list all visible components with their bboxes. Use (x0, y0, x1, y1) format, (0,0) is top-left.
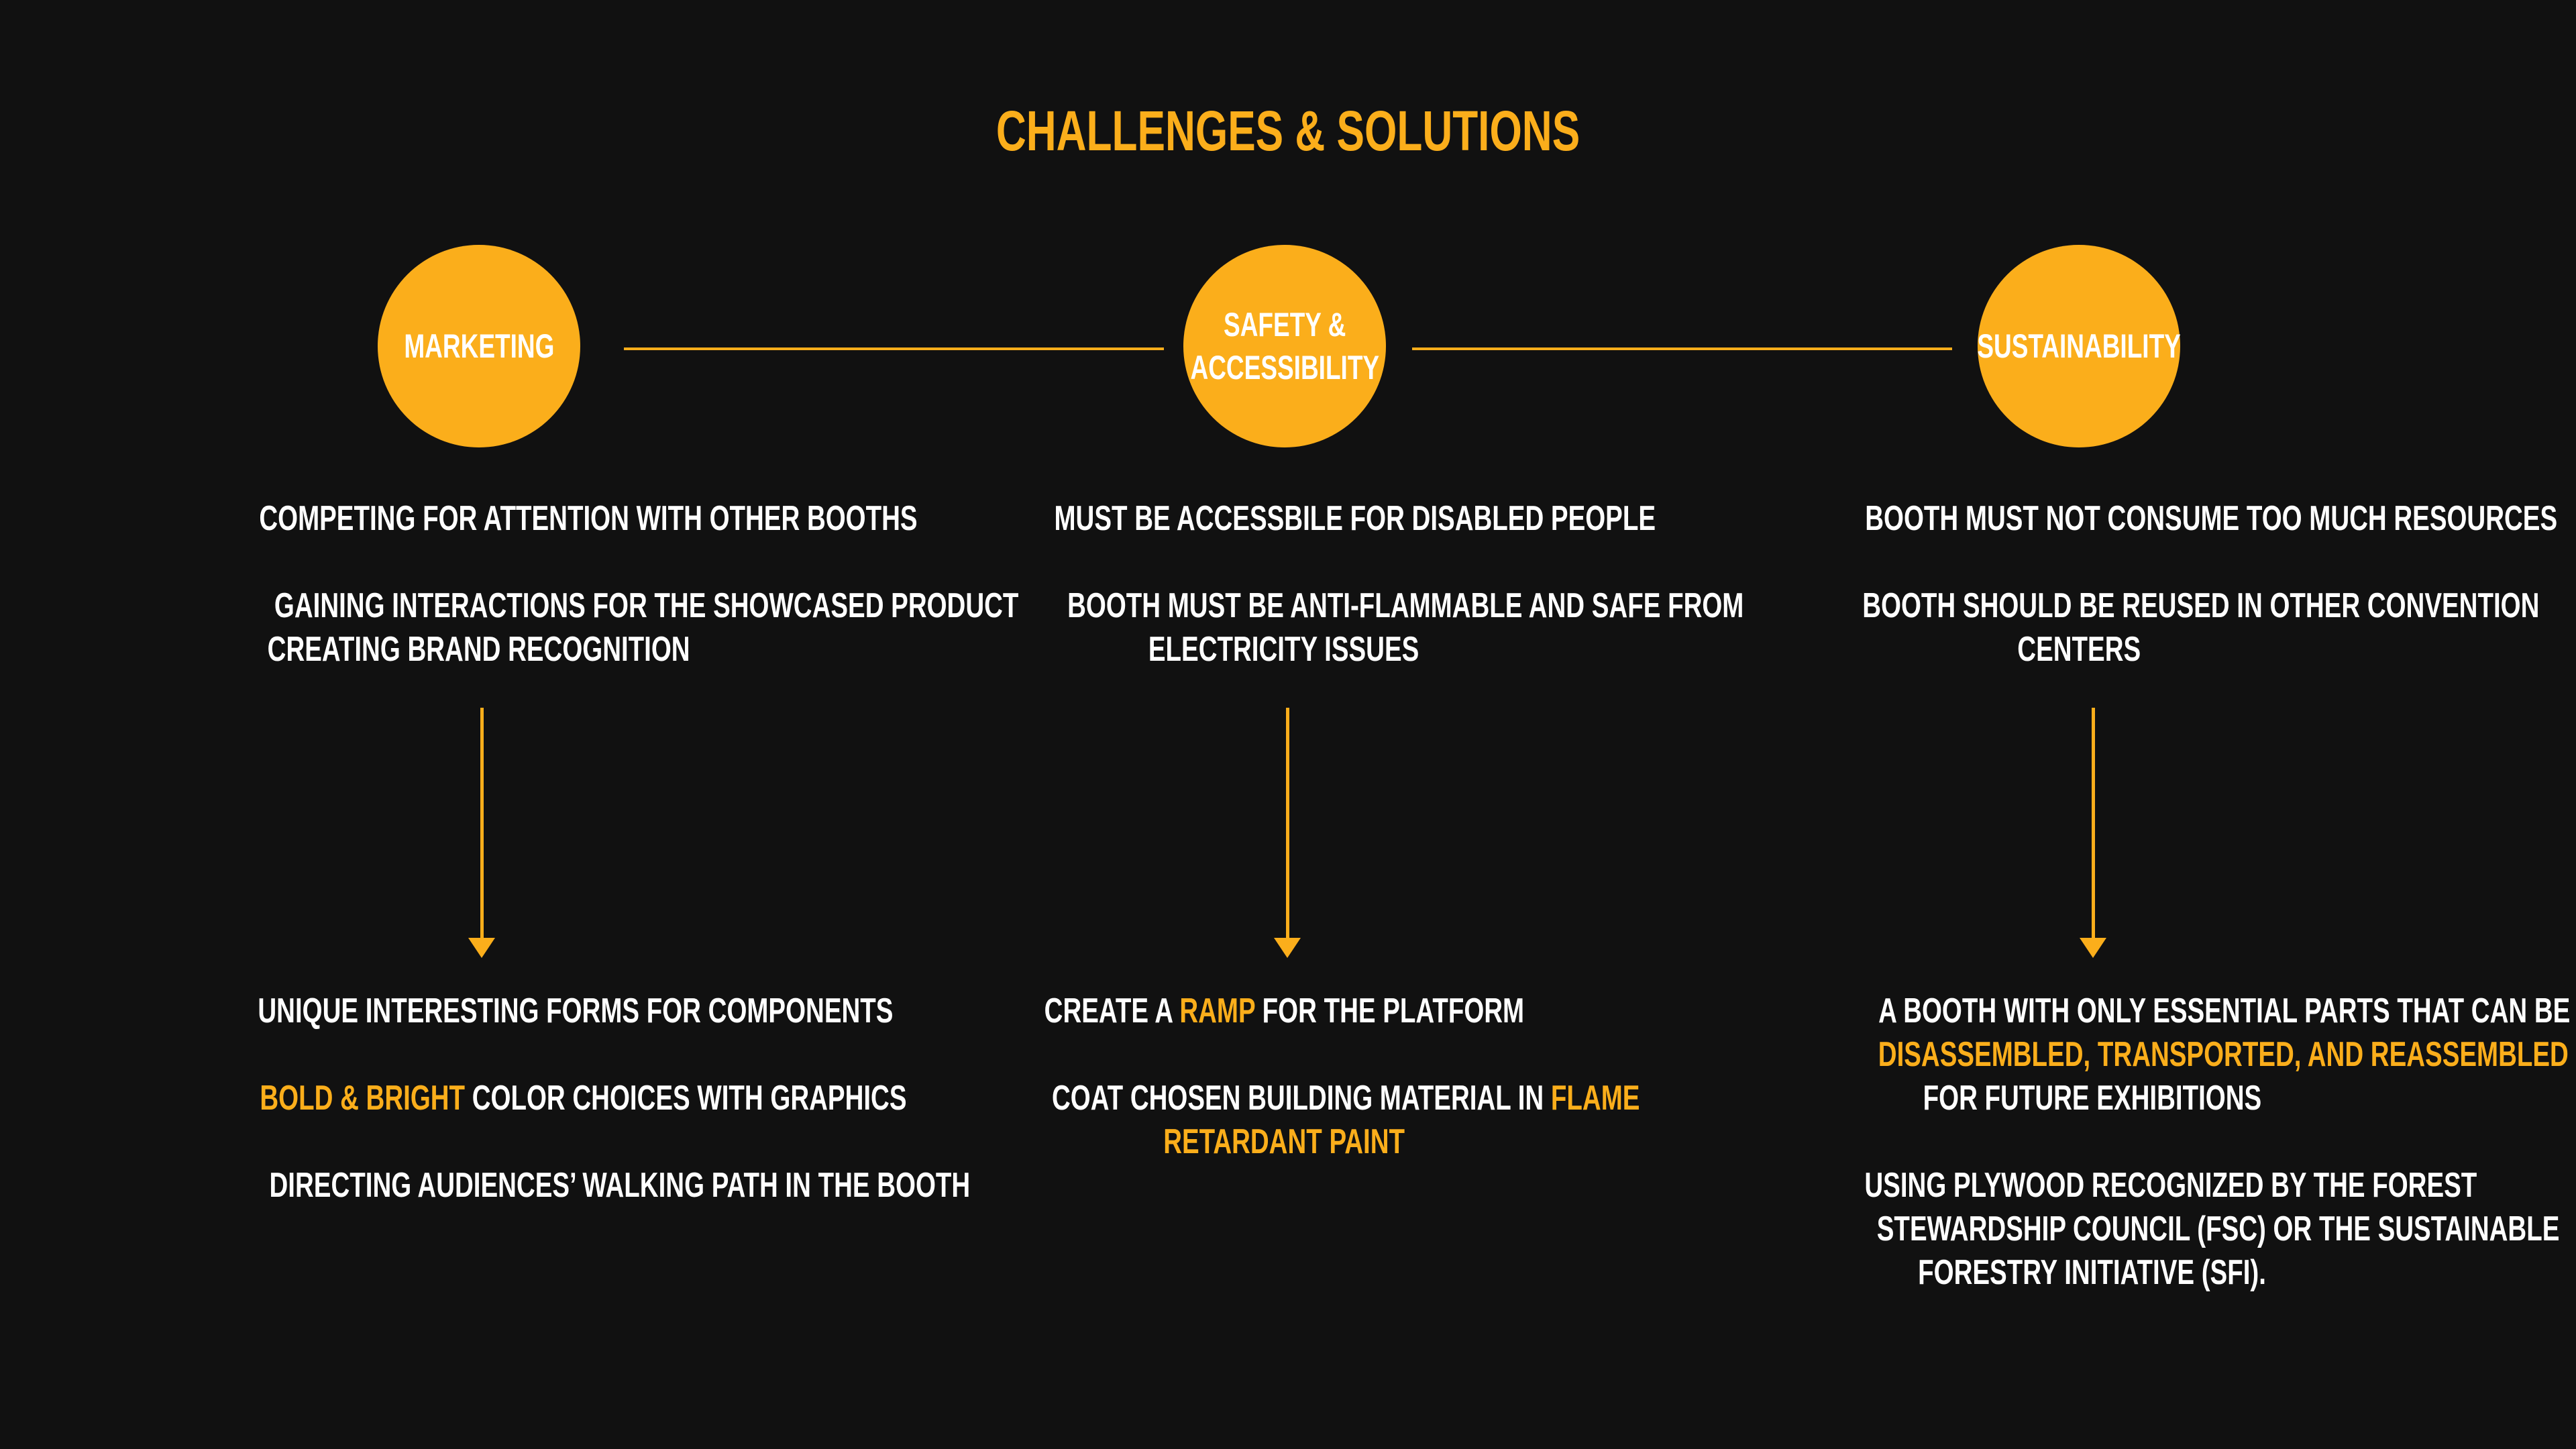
category-circle-sustainability: SUSTAINABILITY (1977, 245, 2181, 447)
arrow-down-marketing (468, 708, 495, 959)
solution-item: DIRECTING AUDIENCES’ WALKING PATH IN THE… (269, 1166, 971, 1205)
challenges-sustainability: BOOTH MUST NOT CONSUME TOO MUCH RESOURCE… (1743, 497, 2558, 672)
highlight-text: DISASSEMBLED, TRANSPORTED, AND REASSEMBL… (1878, 1035, 2569, 1074)
solutions-marketing: UNIQUE INTERESTING FORMS FOR COMPONENTS … (146, 989, 971, 1208)
arrow-shaft (1286, 708, 1289, 941)
challenge-item: BOOTH MUST BE ANTI-FLAMMABLE AND SAFE FR… (1067, 586, 1744, 669)
category-label: SAFETY & (1223, 306, 1346, 343)
category-label: ACCESSIBILITY (1190, 349, 1379, 386)
category-label: SUSTAINABILITY (1977, 327, 2181, 365)
arrow-down-sustainability (2080, 708, 2106, 959)
challenge-item: MUST BE ACCESSBILE FOR DISABLED PEOPLE (1054, 499, 1656, 538)
solution-item: UNIQUE INTERESTING FORMS FOR COMPONENTS (258, 991, 894, 1030)
challenge-item: GAINING INTERACTIONS FOR THE SHOWCASED P… (268, 586, 1019, 669)
challenge-item: BOOTH MUST NOT CONSUME TOO MUCH RESOURCE… (1865, 499, 2558, 538)
arrow-shaft (2092, 708, 2095, 941)
arrow-shaft (480, 708, 484, 941)
solution-item: COAT CHOSEN BUILDING MATERIAL IN FLAME R… (949, 1077, 1640, 1164)
challenges-marketing: COMPETING FOR ATTENTION WITH OTHER BOOTH… (144, 497, 1019, 672)
solution-item: USING PLYWOOD RECOGNIZED BY THE FOREST S… (1864, 1166, 2560, 1292)
challenges-safety: MUST BE ACCESSBILE FOR DISABLED PEOPLE B… (949, 497, 1744, 672)
solution-item: A BOOTH WITH ONLY ESSENTIAL PARTS THAT C… (1878, 991, 2571, 1118)
highlight-text: RAMP (1179, 991, 1255, 1030)
category-label: MARKETING (403, 327, 555, 365)
arrow-down-icon (2080, 938, 2106, 958)
category-circle-safety-accessibility: SAFETY & ACCESSIBILITY (1183, 245, 1386, 447)
challenge-item: COMPETING FOR ATTENTION WITH OTHER BOOTH… (259, 499, 918, 538)
arrow-down-safety (1274, 708, 1301, 959)
category-circle-marketing: MARKETING (378, 245, 580, 447)
solutions-sustainability: A BOOTH WITH ONLY ESSENTIAL PARTS THAT C… (1757, 989, 2571, 1295)
solution-item: CREATE A RAMP FOR THE PLATFORM (1044, 991, 1524, 1030)
challenge-item: BOOTH SHOULD BE REUSED IN OTHER CONVENTI… (1862, 586, 2540, 669)
highlight-text: BOLD & BRIGHT (260, 1079, 466, 1118)
highlight-text: FLAME (1550, 1079, 1640, 1118)
solutions-safety: CREATE A RAMP FOR THE PLATFORM COAT CHOS… (949, 989, 1640, 1164)
highlight-text: RETARDANT PAINT (1163, 1122, 1405, 1161)
connector-line-right (1412, 347, 1952, 350)
page-title: CHALLENGES & SOLUTIONS (996, 99, 1580, 162)
arrow-down-icon (1274, 938, 1301, 958)
solution-item: BOLD & BRIGHT COLOR CHOICES WITH GRAPHIC… (260, 1079, 907, 1118)
connector-line-left (624, 347, 1164, 350)
arrow-down-icon (468, 938, 495, 958)
